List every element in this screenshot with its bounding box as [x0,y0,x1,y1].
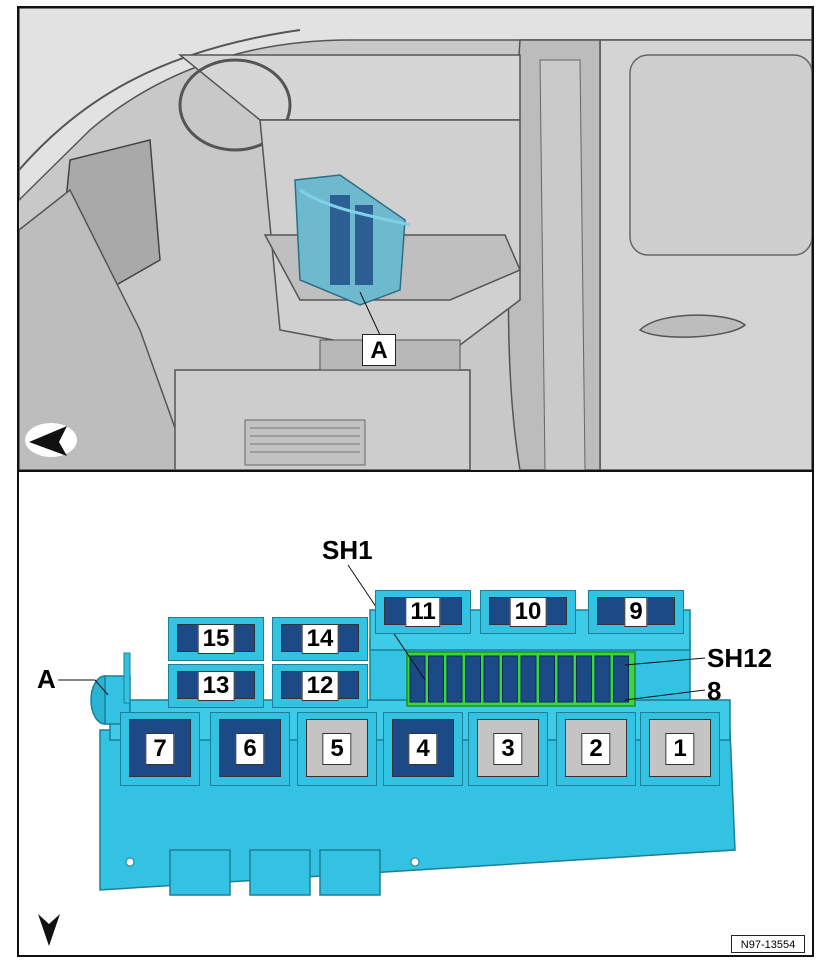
relay-slot-label: 2 [581,733,611,765]
fuse-sh2 [428,655,444,703]
callout-sh12: SH12 [707,643,773,673]
relay-slot-label: 11 [405,597,441,627]
relay-slot-11: 11 [375,590,471,634]
relay-body [477,719,539,777]
relay-slot-9: 9 [588,590,684,634]
relay-slot-4: 4 [383,712,463,786]
relay-slot-12: 12 [272,664,368,708]
relay-slot-label: 14 [301,624,339,654]
relay-slot-15: 15 [168,617,264,661]
fuse-sh12 [613,655,629,703]
relay-body [649,719,711,777]
top-callout-a-label: A [370,337,388,364]
relay-slot-6: 6 [210,712,290,786]
relay-slot-13: 13 [168,664,264,708]
relay-slot-label: 9 [624,597,648,627]
relay-slot-1: 1 [640,712,720,786]
relay-slot-5: 5 [297,712,377,786]
relay-slot-label: 15 [197,624,235,654]
fuse-sh5 [483,655,500,703]
relay-slot-14: 14 [272,617,368,661]
relay-slot-label: 12 [301,671,339,701]
fuse-sh10 [576,655,592,703]
fuse-sh3 [446,655,463,703]
callout-8: 8 [707,676,722,706]
relay-slot-2: 2 [556,712,636,786]
fuse-sh4 [465,655,481,703]
top-callout-a: A [362,334,396,366]
fuse-sh9 [557,655,574,703]
relay-slot-label: 1 [665,733,695,765]
fuse-sh6 [502,655,518,703]
fuse-sh7 [520,655,537,703]
fuse-sh1 [409,655,426,703]
panel-divider [17,470,814,472]
relay-slot-label: 13 [197,671,235,701]
relay-slot-3: 3 [468,712,548,786]
fuse-sh8 [539,655,555,703]
figure-id: N97-13554 [731,935,805,953]
relay-slot-label: 6 [235,733,265,765]
view-arrow-left-icon [25,423,77,457]
view-arrow-down-icon [38,914,60,946]
relay-slot-label: 4 [408,733,438,765]
callout-a: A [37,664,56,694]
callout-sh1: SH1 [322,535,373,565]
relay-slot-label: 7 [145,733,175,765]
fuse-sh11 [594,655,611,703]
relay-slot-7: 7 [120,712,200,786]
relay-slot-10: 10 [480,590,576,634]
relay-slot-label: 10 [509,597,547,627]
relay-slot-label: 5 [322,733,352,765]
relay-slot-label: 3 [493,733,523,765]
